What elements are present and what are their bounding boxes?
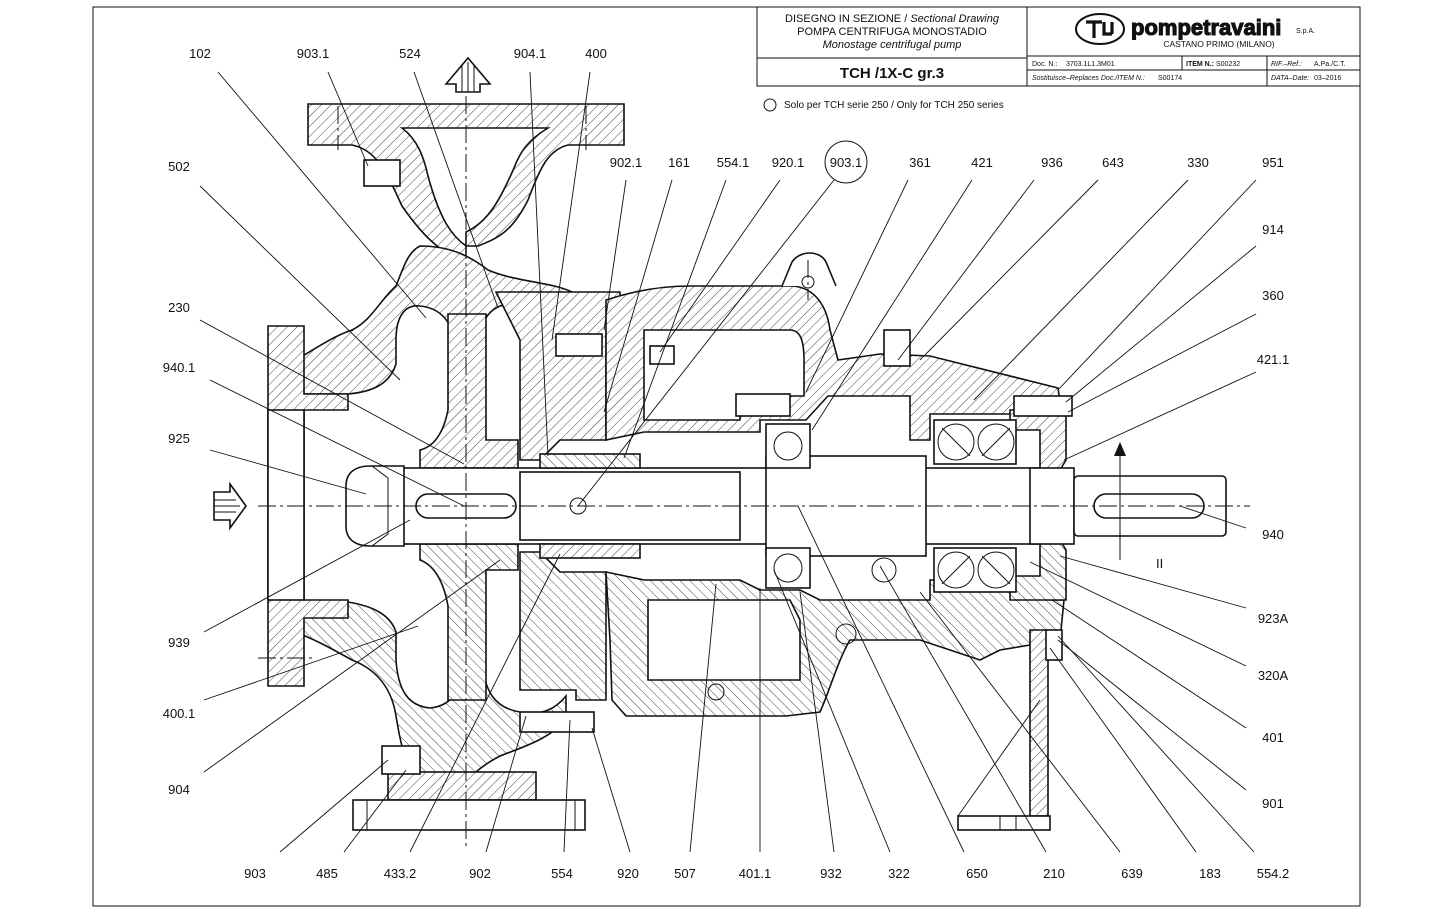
rotation-mark: II xyxy=(1156,556,1163,571)
callout-label: 183 xyxy=(1199,866,1221,881)
lifting-eye xyxy=(781,252,837,287)
callout-label: 903.1 xyxy=(297,46,330,61)
callout-label: 939 xyxy=(168,635,190,650)
callout-label: 102 xyxy=(189,46,211,61)
bearing-support-base xyxy=(957,815,1051,831)
callout-label: 904.1 xyxy=(514,46,547,61)
replaces-label: Sostituisce–Replaces Doc./ITEM N.: xyxy=(1032,75,1145,82)
doc-value: 3703.1L1.3M01 xyxy=(1066,61,1115,68)
bearing-outboard xyxy=(933,419,1017,593)
title-line-1: DISEGNO IN SEZIONE / Sectional Drawing xyxy=(785,13,1000,25)
callout-label: 920 xyxy=(617,866,639,881)
callout-label: 643 xyxy=(1102,155,1124,170)
callout-label: 230 xyxy=(168,300,190,315)
title-line-2: POMPA CENTRIFUGA MONOSTADIO xyxy=(797,26,987,38)
company-logo: pompetravaini S.p.A. xyxy=(1075,13,1315,45)
callout-label: 502 xyxy=(168,159,190,174)
callout-label: 650 xyxy=(966,866,988,881)
series-note: Solo per TCH serie 250 / Only for TCH 25… xyxy=(763,98,1004,112)
callout-label: 210 xyxy=(1043,866,1065,881)
callout-label: 361 xyxy=(909,155,931,170)
impeller xyxy=(419,313,519,469)
callout-label: 903 xyxy=(244,866,266,881)
company-name: pompetravaini xyxy=(1131,15,1281,40)
callout-label: 940.1 xyxy=(163,360,196,375)
title-block: DISEGNO IN SEZIONE / Sectional Drawing P… xyxy=(756,6,1361,87)
callout-label: 401.1 xyxy=(739,866,772,881)
callout-label: 330 xyxy=(1187,155,1209,170)
bolts xyxy=(363,159,1073,775)
item-label: ITEM N.: xyxy=(1186,61,1214,68)
bracket-window-lower xyxy=(647,599,801,681)
pump-section: II xyxy=(213,56,1250,846)
callout-label: 524 xyxy=(399,46,421,61)
callout-label: 554.1 xyxy=(717,155,750,170)
series-note-text: Solo per TCH serie 250 / Only for TCH 25… xyxy=(784,100,1004,111)
callout-label: 554.2 xyxy=(1257,866,1290,881)
callout-label: 902 xyxy=(469,866,491,881)
callout-label: 902.1 xyxy=(610,155,643,170)
callout-label: 932 xyxy=(820,866,842,881)
circled-callout-ring xyxy=(824,140,868,184)
callout-label: 322 xyxy=(888,866,910,881)
callout-label: 360 xyxy=(1262,288,1284,303)
callout-label: 400.1 xyxy=(163,706,196,721)
item-value: S00232 xyxy=(1216,61,1240,68)
seal-lower xyxy=(539,543,641,559)
callout-label: 507 xyxy=(674,866,696,881)
replaces-value: S00174 xyxy=(1158,75,1182,82)
callout-label: 639 xyxy=(1121,866,1143,881)
volute-casing-lower xyxy=(299,559,567,781)
ref-value: A.Pa./C.T. xyxy=(1314,61,1346,68)
callout-label: 920.1 xyxy=(772,155,805,170)
date-value: 03–2016 xyxy=(1314,75,1341,82)
end-cover-lower xyxy=(1009,539,1067,601)
casing-cover-lower xyxy=(519,551,607,701)
suction-bore xyxy=(267,409,305,601)
callout-label: 904 xyxy=(168,782,190,797)
callout-label: 936 xyxy=(1041,155,1063,170)
callout-label: 901 xyxy=(1262,796,1284,811)
model-number: TCH /1X-C gr.3 xyxy=(840,65,944,82)
callout-label: 925 xyxy=(168,431,190,446)
bearing-inboard xyxy=(765,423,811,589)
base-plate xyxy=(352,799,586,831)
doc-label: Doc. N.: xyxy=(1032,61,1057,68)
seal-upper xyxy=(539,453,641,469)
drawing-frame xyxy=(92,6,1361,907)
casing-cover xyxy=(494,291,621,461)
impeller-lower xyxy=(419,543,519,701)
callout-label: 951 xyxy=(1262,155,1284,170)
callout-label: 554 xyxy=(551,866,573,881)
callout-label: 161 xyxy=(668,155,690,170)
discharge-flange xyxy=(307,103,625,264)
callout-label: 923A xyxy=(1258,611,1289,626)
callout-label: 400 xyxy=(585,46,607,61)
callout-labels: 102 903.1 524 904.1 400 902.1 161 554.1 … xyxy=(163,46,1290,881)
callout-label: 914 xyxy=(1262,222,1284,237)
callout-label: 433.2 xyxy=(384,866,417,881)
callout-label-circled: 903.1 xyxy=(830,155,863,170)
company-suffix: S.p.A. xyxy=(1296,28,1315,35)
casing-foot xyxy=(387,771,537,801)
callout-label: 940 xyxy=(1262,527,1284,542)
leader-lines xyxy=(199,71,1257,853)
end-cover xyxy=(1009,409,1067,471)
callout-label: 485 xyxy=(316,866,338,881)
title-line-3: Monostage centrifugal pump xyxy=(823,39,962,51)
company-city: CASTANO PRIMO (MILANO) xyxy=(1163,39,1274,49)
ref-label: RIF.–Ref.: xyxy=(1271,61,1302,68)
callout-label: 421 xyxy=(971,155,993,170)
callout-label: 401 xyxy=(1262,730,1284,745)
callout-label: 320A xyxy=(1258,668,1289,683)
date-label: DATA–Date: xyxy=(1271,75,1309,82)
callout-label: 421.1 xyxy=(1257,352,1290,367)
